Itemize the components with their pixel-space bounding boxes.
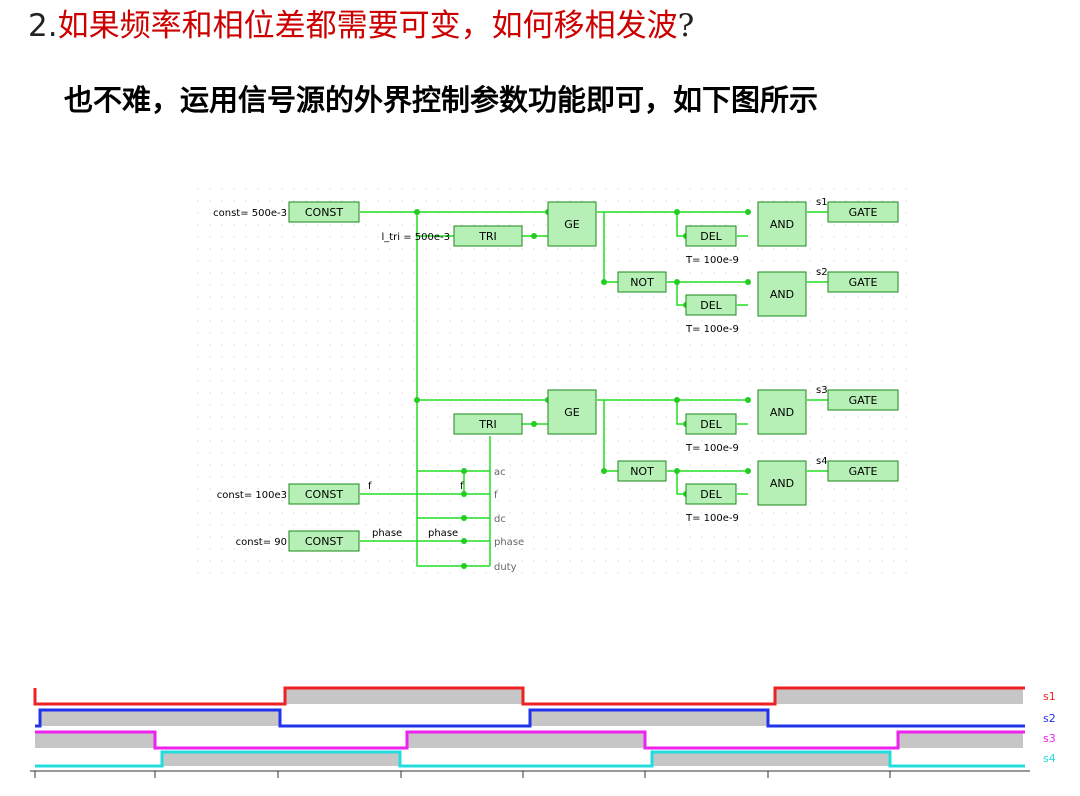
waveform-s4: [35, 750, 1025, 768]
wire-label-phase-2: phase: [428, 528, 458, 539]
legend-s4: s4: [1043, 752, 1056, 765]
ge-block-1[interactable]: GE: [547, 201, 597, 247]
heading-text: 如果频率和相位差都需要可变，如何移相发波: [57, 8, 678, 44]
const-block-2[interactable]: CONST: [288, 483, 360, 505]
and-block-4[interactable]: AND: [757, 460, 807, 506]
const-value-label-3: const= 90: [236, 537, 287, 548]
time-axis-ticks: [34, 771, 891, 778]
delay-label-2: T= 100e-9: [685, 324, 739, 335]
del-block-4[interactable]: DEL: [685, 483, 737, 505]
wire-label-f-1: f: [368, 481, 372, 492]
tri-block-label: TRI: [478, 418, 497, 431]
tri-port-dc: dc: [494, 514, 506, 525]
del-block-2[interactable]: DEL: [685, 294, 737, 316]
gate-block-4[interactable]: GATE: [827, 460, 899, 482]
waveform-s2: [35, 708, 1025, 728]
const-block-label: CONST: [305, 206, 344, 219]
waveform-plot: s1 s2 s3 s4: [30, 668, 1056, 778]
tri-value-label: l_tri = 500e-3: [381, 232, 450, 243]
and-block-label: AND: [770, 477, 794, 490]
not-block-2[interactable]: NOT: [617, 460, 667, 482]
const-value-label-1: const= 500e-3: [213, 208, 287, 219]
and-block-label: AND: [770, 288, 794, 301]
not-block-1[interactable]: NOT: [617, 271, 667, 293]
tri-block-2[interactable]: TRI: [453, 413, 523, 435]
ge-block-label: GE: [564, 406, 580, 419]
and-block-3[interactable]: AND: [757, 389, 807, 435]
junction-dots: [414, 209, 751, 569]
waveform-s3: [35, 730, 1025, 750]
tri-port-ac: ac: [494, 467, 506, 478]
del-block-label: DEL: [700, 418, 722, 431]
not-block-label: NOT: [630, 276, 654, 289]
wires: [360, 211, 828, 567]
waveform-s1: [33, 686, 1025, 706]
ge-block-2[interactable]: GE: [547, 389, 597, 435]
const-block-1[interactable]: CONST: [288, 201, 360, 223]
wire-label-phase-1: phase: [372, 528, 402, 539]
legend-s1: s1: [1043, 690, 1056, 703]
subtitle: 也不难，运用信号源的外界控制参数功能即可，如下图所示: [64, 83, 819, 117]
const-block-3[interactable]: CONST: [288, 530, 360, 552]
del-block-label: DEL: [700, 230, 722, 243]
gate-block-2[interactable]: GATE: [827, 271, 899, 293]
wire-label-f-2: f: [460, 481, 464, 492]
and-block-label: AND: [770, 218, 794, 231]
delay-label-3: T= 100e-9: [685, 443, 739, 454]
waveform-traces: [33, 686, 1025, 768]
tri-port-f: f: [494, 490, 498, 501]
tri-port-duty: duty: [494, 562, 517, 573]
not-block-label: NOT: [630, 465, 654, 478]
delay-label-1: T= 100e-9: [685, 255, 739, 266]
delay-label-4: T= 100e-9: [685, 513, 739, 524]
gate-block-3[interactable]: GATE: [827, 389, 899, 411]
const-value-label-2: const= 100e3: [217, 490, 287, 501]
del-block-1[interactable]: DEL: [685, 225, 737, 247]
heading-question-mark: ?: [677, 8, 695, 44]
const-block-label: CONST: [305, 535, 344, 548]
const-block-label: CONST: [305, 488, 344, 501]
waveform-fills: [35, 688, 1023, 766]
del-block-3[interactable]: DEL: [685, 413, 737, 435]
grid-background: [192, 183, 912, 578]
gate-block-label: GATE: [849, 394, 878, 407]
legend-s3: s3: [1043, 732, 1056, 745]
output-label-s4: s4: [816, 456, 828, 467]
gate-block-label: GATE: [849, 465, 878, 478]
gate-block-label: GATE: [849, 206, 878, 219]
output-label-s1: s1: [816, 197, 828, 208]
legend-s2: s2: [1043, 712, 1056, 725]
output-label-s2: s2: [816, 267, 828, 278]
output-label-s3: s3: [816, 385, 828, 396]
del-block-label: DEL: [700, 488, 722, 501]
heading: 2.如果频率和相位差都需要可变，如何移相发波?: [28, 6, 694, 46]
heading-number: 2.: [28, 8, 58, 44]
schematic-diagram: CONST CONST CONST const= 500e-3 const= 1…: [192, 183, 912, 578]
and-block-1[interactable]: AND: [757, 201, 807, 247]
ge-block-label: GE: [564, 218, 580, 231]
tri-block-label: TRI: [478, 230, 497, 243]
and-block-label: AND: [770, 406, 794, 419]
gate-block-1[interactable]: GATE: [827, 201, 899, 223]
tri-port-phase: phase: [494, 537, 524, 548]
tri-block-1[interactable]: TRI: [453, 225, 523, 247]
gate-block-label: GATE: [849, 276, 878, 289]
del-block-label: DEL: [700, 299, 722, 312]
and-block-2[interactable]: AND: [757, 271, 807, 317]
